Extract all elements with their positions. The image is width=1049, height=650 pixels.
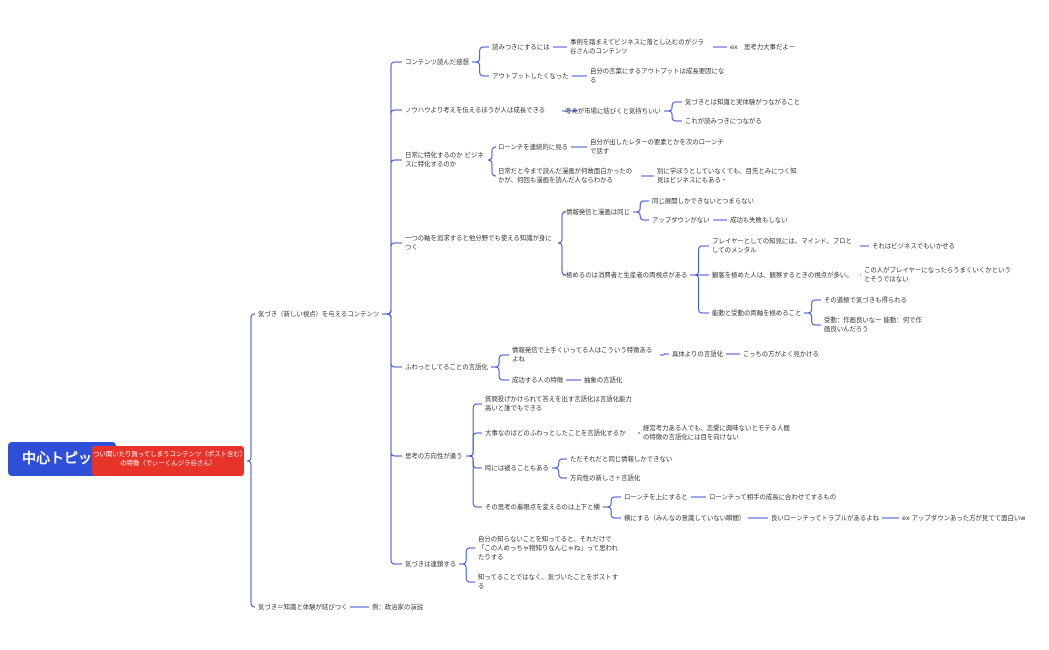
connector-a3-d1 bbox=[487, 146, 497, 161]
connector-a5-f4 bbox=[491, 366, 509, 381]
topic-node-e7[interactable]: それはビジネスでもいかせる bbox=[872, 241, 955, 250]
topic-node-e12[interactable]: 受動：作画良いなー 能動：何で作画良いんだろう bbox=[824, 316, 922, 333]
connector-g7-g8 bbox=[603, 496, 621, 508]
topic-node-g9[interactable]: ローンチって相手の成長に合わせてするもの bbox=[709, 492, 837, 501]
connector-a6-g4 bbox=[466, 455, 482, 469]
topic-node-c3[interactable]: これが読みつきにつながる bbox=[685, 116, 762, 125]
connector-ROOT-n1 bbox=[246, 313, 256, 462]
main-topic-node[interactable]: つい聞いたり買ってしまうコンテンツ（ポスト含む）の特徴（でぃーくんジラ谷さん） bbox=[92, 446, 244, 476]
topic-node-g4[interactable]: 時には被ることもある bbox=[485, 463, 549, 472]
topic-node-b5[interactable]: 自分の言葉にするアウトプットは成長要因になる bbox=[590, 67, 725, 84]
topic-node-a4[interactable]: 一つの軸を追求すると他分野でも使える知識が身につく bbox=[405, 234, 552, 251]
connector-n1-a1 bbox=[382, 61, 402, 315]
topic-node-n1[interactable]: 気づき（新しい視点）を与えるコンテンツ bbox=[258, 309, 380, 318]
topic-node-b4[interactable]: ex 思考力大事だよー bbox=[730, 42, 796, 51]
topic-node-a7[interactable]: 気づきは連鎖する bbox=[405, 559, 457, 568]
topic-node-n3[interactable]: 例：政治家の演説 bbox=[372, 602, 424, 611]
connector-n1-a6 bbox=[382, 313, 402, 457]
topic-node-h2[interactable]: 知ってることではなく、気づいたことをポストする bbox=[478, 573, 619, 590]
connector-a1-b1 bbox=[472, 46, 489, 63]
topic-node-e2[interactable]: 同じ展開しかできないとつまらない bbox=[652, 196, 754, 205]
topic-node-e1[interactable]: 情報発信と漫画は同じ bbox=[566, 207, 630, 216]
topic-node-c1[interactable]: 考えが市場に結びくと気持ちいい bbox=[565, 106, 661, 115]
topic-node-e10[interactable]: 能動と受動の両軸を極めること bbox=[712, 308, 802, 317]
topic-node-a1[interactable]: コンテンツ読んだ感想 bbox=[405, 57, 469, 66]
topic-node-d1[interactable]: ローンチを連続的に見る bbox=[498, 142, 568, 151]
connector-a6-g1 bbox=[466, 403, 482, 457]
connector-a4-e1 bbox=[557, 211, 567, 244]
connector-a3-d3 bbox=[487, 159, 497, 177]
topic-node-e3[interactable]: アップダウンがない bbox=[652, 215, 710, 224]
connector-g4-g6 bbox=[552, 467, 567, 479]
connector-e10-e11 bbox=[804, 299, 821, 314]
connector-e5-e10 bbox=[690, 274, 709, 314]
topic-node-a3[interactable]: 日常に特化するのか ビジネスに特化するのか bbox=[405, 151, 484, 168]
topic-node-g1[interactable]: 質問投げかけられて答えを出す言語化は言語化能力高いと誰でもできる bbox=[485, 395, 632, 412]
topic-node-f4[interactable]: 成功する人の特徴 bbox=[512, 375, 564, 384]
connector-a6-g2 bbox=[466, 432, 482, 457]
connector-a6-g7 bbox=[466, 455, 482, 508]
connector-e10-e12 bbox=[804, 312, 821, 326]
connector-g7-g10 bbox=[603, 506, 621, 519]
connector-n1-a2 bbox=[382, 109, 402, 315]
topic-node-g8[interactable]: ローンチを上にすると bbox=[624, 492, 688, 501]
topic-node-g11[interactable]: 良いローンチってトラブルがあるよね bbox=[771, 513, 879, 522]
topic-node-d4[interactable]: 別に学ぼうとしていなくても、目先とみにつく知見はビジネスにもある・ bbox=[657, 167, 797, 184]
connector-ROOT-n2 bbox=[246, 460, 256, 608]
topic-node-b3[interactable]: 事例を踏まえてビジネスに落とし込むのがジラ谷さんのコンテンツ bbox=[570, 38, 704, 55]
topic-node-c2[interactable]: 気づきとは知識と実体験がつながること bbox=[685, 97, 801, 106]
topic-node-f1[interactable]: 情報発信で上手くいってる人はこういう特徴あるよね bbox=[512, 346, 653, 363]
connector-e5-e6 bbox=[690, 245, 709, 276]
topic-node-h1[interactable]: 自分の知らないことを知ってると、それだけで「この人めっちゃ物知りなんじゃね」って… bbox=[478, 534, 618, 561]
topic-node-d3[interactable]: 日常だと今まで読んだ漫画が何故面白かったのかが、何回も漫画を読んだ人ならわかる bbox=[498, 167, 633, 184]
connector-a7-h1 bbox=[459, 547, 475, 565]
topic-node-g2[interactable]: 大事なのはどのふわっとしたことを言語化するか bbox=[485, 428, 626, 437]
connector-n1-a5 bbox=[382, 313, 402, 368]
topic-node-e9[interactable]: この人がプレイヤーになったらうまくいくかというとそうではない bbox=[864, 266, 1011, 283]
topic-node-b2[interactable]: アウトプットしたくなった bbox=[492, 71, 569, 80]
topic-node-g6[interactable]: 方向性の新しさ＋言語化 bbox=[570, 473, 641, 482]
topic-node-e6[interactable]: プレイヤーとしての知見には、マインド、プロとしてのメンタル bbox=[712, 237, 852, 254]
connector-a7-h2 bbox=[459, 563, 475, 583]
connector-c1-c3 bbox=[664, 110, 682, 122]
connector-e1-e3 bbox=[633, 211, 649, 221]
topic-node-a6[interactable]: 思考の方向性が違う bbox=[405, 451, 463, 460]
connector-c1-c2 bbox=[664, 101, 682, 112]
topic-node-a5[interactable]: ふわっとしてることの言語化 bbox=[405, 362, 488, 371]
topic-node-d2[interactable]: 自分が出したレターの要素とかを次のローンチで話す bbox=[590, 138, 724, 155]
topic-node-g10[interactable]: 横にする（みんなの意識していない瞬間） bbox=[624, 513, 746, 522]
topic-node-n2[interactable]: 気づき＝知識と体験が結びつく bbox=[258, 602, 348, 611]
connector-a5-f1 bbox=[491, 354, 509, 368]
connector-a1-b2 bbox=[472, 61, 489, 77]
connector-e1-e2 bbox=[633, 200, 649, 213]
connector-n1-a7 bbox=[382, 313, 402, 565]
topic-node-g5[interactable]: ただそれだと同じ情報しかできない bbox=[570, 454, 673, 463]
topic-node-f5[interactable]: 抽象の言語化 bbox=[584, 375, 623, 384]
topic-node-a2[interactable]: ノウハウより考えを伝えるほうが人は成長できる bbox=[405, 105, 546, 114]
topic-node-e5[interactable]: 極めるのは消費者と生産者の両視点がある bbox=[566, 270, 688, 279]
topic-node-f2[interactable]: 具体よりの言語化 bbox=[672, 349, 723, 358]
topic-node-e4[interactable]: 成功も失敗もしない bbox=[730, 215, 788, 224]
connector-f1-f2 bbox=[660, 353, 669, 356]
topic-node-g7[interactable]: その思考の着眼点を変えるのは上下と横 bbox=[485, 502, 600, 511]
connector-g4-g5 bbox=[552, 458, 567, 469]
topic-node-e11[interactable]: その道極で気づきも得られる bbox=[824, 295, 908, 304]
topic-node-e8[interactable]: 観客を極めた人は、観察するときの視点が多い。 bbox=[712, 270, 853, 279]
topic-node-b1[interactable]: 読みつきにするには bbox=[492, 42, 550, 51]
topic-node-f3[interactable]: こっちの方がよく見かける bbox=[743, 349, 819, 358]
connector-n1-a4 bbox=[382, 242, 402, 315]
connector-n1-a3 bbox=[382, 159, 402, 315]
connector-a4-e5 bbox=[557, 242, 567, 276]
topic-node-g3[interactable]: 経営考力ある人でも、恋愛に興味ないとモテる人間の特徴の言語化には目を向けない bbox=[643, 424, 790, 441]
topic-node-g12[interactable]: ex アップダウンあった方が見てて面白いw bbox=[902, 513, 1026, 522]
